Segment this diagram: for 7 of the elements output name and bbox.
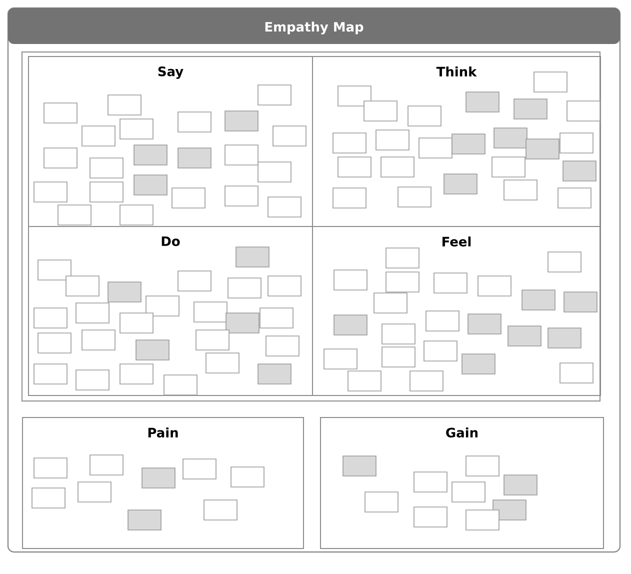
title-bar: Empathy Map bbox=[8, 8, 620, 44]
section-box: Gain bbox=[320, 417, 604, 549]
section-box: Say bbox=[28, 56, 313, 227]
section-box: Feel bbox=[312, 226, 601, 396]
section-box: Think bbox=[312, 56, 601, 227]
section-box: Do bbox=[28, 226, 313, 396]
section-box: Pain bbox=[22, 417, 304, 549]
